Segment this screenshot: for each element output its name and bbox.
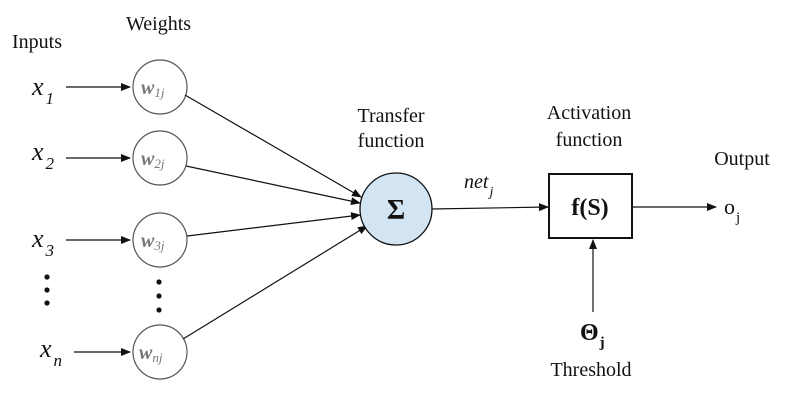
activation-title-line2: function — [556, 129, 623, 151]
weight-node-3 — [132, 212, 188, 268]
inputs-header: Inputs — [12, 31, 62, 53]
weight-label-n: wnj — [139, 342, 163, 365]
weight-label-2: w2j — [141, 148, 165, 171]
weight-arrow-2 — [185, 165, 361, 206]
activation-title-line1: Activation — [547, 102, 631, 124]
weight-node-1 — [132, 59, 188, 115]
weight-arrow-1 — [184, 94, 362, 198]
transfer-title-line1: Transfer — [357, 105, 424, 127]
weight-arrow-n — [182, 225, 368, 340]
threshold-label: Threshold — [550, 359, 631, 381]
weight-label-3: w3j — [141, 230, 165, 253]
weight-node-2 — [132, 130, 188, 186]
output-header: Output — [714, 148, 770, 170]
transfer-title-line2: function — [358, 130, 425, 152]
inputs-ellipsis — [44, 274, 50, 306]
activation-box — [548, 173, 633, 239]
weights-ellipsis — [156, 279, 162, 313]
net-arrow — [431, 203, 549, 212]
weight-label-1: w1j — [141, 77, 165, 100]
weight-node-n — [132, 324, 188, 380]
sigma-symbol: Σ — [387, 195, 405, 226]
weights-header: Weights — [126, 13, 191, 35]
net-label: netj — [464, 171, 493, 200]
activation-fs-label: f(S) — [571, 195, 608, 221]
output-oj: oj — [724, 194, 740, 226]
threshold-theta: Θj — [580, 320, 605, 351]
weight-arrow-3 — [186, 212, 361, 237]
